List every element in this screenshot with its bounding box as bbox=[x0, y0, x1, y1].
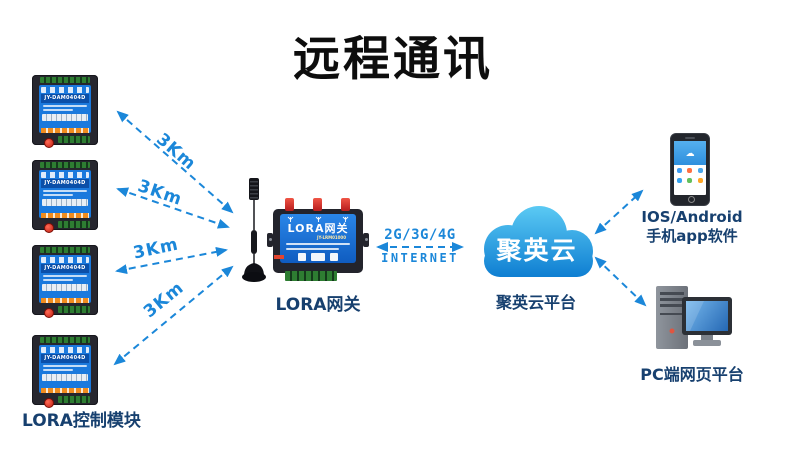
app-icon bbox=[687, 178, 693, 184]
lora-control-module: JY-DAM0404D bbox=[32, 75, 98, 148]
relay-icons bbox=[41, 172, 89, 178]
phone-caption-line2: 手机app软件 bbox=[646, 227, 738, 245]
wan-network-label: 2G/3G/4G bbox=[384, 227, 456, 243]
phone-caption: IOS/Android 手机app软件 bbox=[634, 208, 750, 246]
spec-line bbox=[43, 194, 74, 196]
module-front-panel: JY-DAM0404D bbox=[39, 255, 91, 303]
desktop-pc bbox=[656, 286, 732, 349]
terminal-block bbox=[58, 136, 90, 143]
antenna-port-icon bbox=[287, 216, 294, 222]
terminal-block bbox=[40, 162, 90, 168]
antenna-connector-icon bbox=[313, 198, 322, 211]
relay-icons bbox=[41, 257, 89, 263]
cloud-name: 聚英云 bbox=[496, 236, 578, 265]
lora-gateway: LORA网关 JY-LRM01000 bbox=[267, 198, 369, 281]
terminal-block bbox=[40, 77, 90, 83]
spec-line bbox=[43, 365, 87, 367]
antenna-connector-icon bbox=[285, 198, 294, 211]
link-cloud-pc bbox=[594, 256, 647, 307]
gateway-front-panel: LORA网关 JY-LRM01000 bbox=[280, 214, 356, 263]
terminal-block bbox=[58, 396, 90, 403]
module-model-label: JY-DAM0404D bbox=[41, 179, 89, 188]
gateway-panel-title: LORA网关 bbox=[287, 222, 349, 235]
sma-connector bbox=[44, 223, 54, 233]
module-front-panel: JY-DAM0404D bbox=[39, 170, 91, 218]
cloud-shape bbox=[484, 206, 593, 277]
ethernet-port-icon bbox=[311, 253, 325, 261]
spec-line bbox=[43, 369, 74, 371]
indicator-strip bbox=[41, 298, 89, 303]
app-icon bbox=[676, 178, 682, 184]
sma-connector bbox=[44, 138, 54, 148]
cloud-caption: 聚英云平台 bbox=[495, 293, 576, 312]
gateway-model-label: JY-LRM01000 bbox=[317, 235, 346, 240]
modules-caption: LORA控制模块 bbox=[22, 411, 141, 431]
terminal-block bbox=[58, 306, 90, 313]
distance-label: 3Km bbox=[135, 176, 185, 210]
pc-caption: PC端网页平台 bbox=[640, 365, 744, 384]
antenna-port-icon bbox=[315, 216, 321, 222]
lora-control-module: JY-DAM0404D bbox=[32, 335, 98, 408]
module-model-label: JY-DAM0404D bbox=[41, 264, 89, 273]
dip-switch-row bbox=[42, 114, 88, 121]
distance-label: 3Km bbox=[131, 234, 181, 264]
spec-line bbox=[286, 243, 350, 245]
lora-control-module: JY-DAM0404D bbox=[32, 245, 98, 318]
phone-caption-line1: IOS/Android bbox=[641, 208, 743, 226]
sim-slot-icon bbox=[298, 253, 306, 261]
relay-icons bbox=[41, 87, 89, 93]
wan-medium-label: INTERNET bbox=[381, 251, 459, 265]
terminal-block bbox=[58, 221, 90, 228]
module-front-panel: JY-DAM0404D bbox=[39, 85, 91, 133]
spec-line bbox=[43, 190, 87, 192]
distance-label: 3Km bbox=[139, 277, 189, 323]
power-tag bbox=[274, 255, 284, 259]
indicator-strip bbox=[41, 213, 89, 218]
module-model-label: JY-DAM0404D bbox=[41, 354, 89, 363]
antenna-connector-icon bbox=[341, 198, 350, 211]
home-button bbox=[687, 196, 695, 203]
power-port-icon bbox=[330, 253, 338, 261]
indicator-strip bbox=[41, 128, 89, 133]
app-icon bbox=[676, 168, 682, 174]
antenna-port-icon bbox=[342, 216, 349, 222]
phone-speaker bbox=[685, 137, 695, 139]
phone-screen: ☁ bbox=[674, 141, 706, 195]
terminal-block bbox=[285, 271, 337, 281]
gateway-antenna bbox=[242, 178, 266, 282]
sma-connector bbox=[44, 398, 54, 408]
relay-icons bbox=[41, 347, 89, 353]
page-title: 远程通讯 bbox=[293, 32, 493, 87]
distance-label: 3Km bbox=[152, 129, 200, 175]
lora-control-module: JY-DAM0404D bbox=[32, 160, 98, 233]
dip-switch-row bbox=[42, 374, 88, 381]
gateway-caption: LORA网关 bbox=[275, 295, 361, 315]
app-icon-grid bbox=[674, 165, 706, 184]
app-icon bbox=[698, 178, 704, 184]
antenna-port-icons bbox=[280, 214, 356, 222]
smartphone: ☁ bbox=[670, 133, 710, 206]
spec-line bbox=[286, 248, 340, 250]
app-header-cloud-icon: ☁ bbox=[674, 141, 706, 166]
dip-switch-row bbox=[42, 284, 88, 291]
spec-line bbox=[43, 105, 87, 107]
dip-switch-row bbox=[42, 199, 88, 206]
port-icons bbox=[286, 253, 350, 261]
spec-line bbox=[43, 109, 74, 111]
sma-connector bbox=[44, 308, 54, 318]
app-icon bbox=[698, 168, 704, 174]
mounting-ear bbox=[363, 233, 369, 247]
terminal-block bbox=[40, 247, 90, 253]
indicator-strip bbox=[41, 388, 89, 393]
spec-line bbox=[43, 279, 74, 281]
spec-line bbox=[43, 275, 87, 277]
app-icon bbox=[687, 168, 693, 174]
mounting-ear bbox=[267, 233, 273, 247]
module-model-label: JY-DAM0404D bbox=[41, 94, 89, 103]
module-front-panel: JY-DAM0404D bbox=[39, 345, 91, 393]
terminal-block bbox=[40, 337, 90, 343]
